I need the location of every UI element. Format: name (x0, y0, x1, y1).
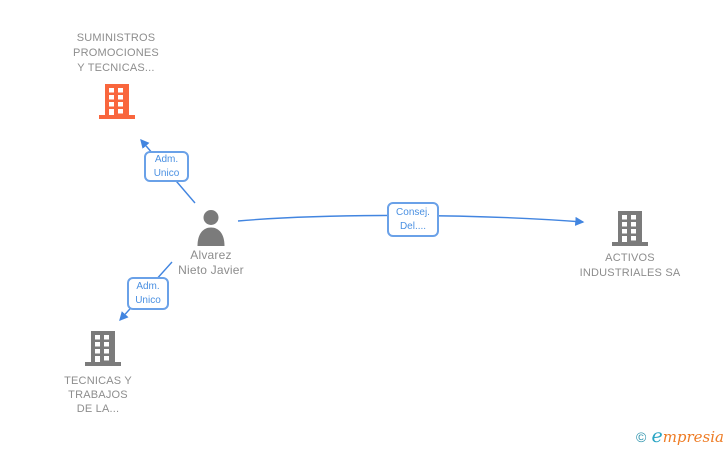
edge-label-adm-unico-top[interactable]: Adm. Unico (144, 151, 189, 182)
company-right-node[interactable] (611, 211, 649, 252)
company-right-label[interactable]: ACTIVOS INDUSTRIALES SA (555, 251, 705, 281)
company-top-node[interactable] (98, 84, 136, 125)
logo-brand-e: e (651, 425, 663, 447)
person-label-line1: Alvarez (190, 248, 232, 262)
edge-label-adm-unico-bottom[interactable]: Adm. Unico (127, 277, 169, 310)
person-node[interactable] (195, 209, 227, 251)
edge-right-line1: Consej. (396, 206, 430, 218)
company-bottom-label-line3: DE LA... (76, 403, 120, 415)
company-right-label-line2: INDUSTRIALES SA (579, 267, 681, 279)
edge-bottom-line1: Adm. (136, 280, 160, 292)
logo-brand-rest: mpresia (662, 428, 724, 446)
person-icon (197, 210, 225, 246)
company-top-label-line2: PROMOCIONES (73, 47, 159, 59)
company-bottom-label-line1: TECNICAS Y (64, 375, 132, 387)
edge-label-consej-del[interactable]: Consej. Del.... (387, 202, 439, 237)
company-right-label-line1: ACTIVOS (605, 252, 655, 264)
person-label-line2: Nieto Javier (178, 263, 244, 277)
company-bottom-label-line2: TRABAJOS (68, 389, 128, 401)
building-icon (99, 84, 135, 119)
edge-top-line2: Unico (153, 167, 180, 179)
edge-right-line2: Del.... (399, 220, 427, 232)
company-top-label-line1: SUMINISTROS (76, 32, 156, 44)
building-icon (85, 331, 121, 366)
copyright-icon: © (636, 429, 647, 445)
building-icon (612, 211, 648, 246)
person-label[interactable]: Alvarez Nieto Javier (146, 248, 276, 278)
empresia-logo: © empresia (636, 425, 724, 447)
company-top-label[interactable]: SUMINISTROS PROMOCIONES Y TECNICAS... (36, 31, 196, 76)
edge-bottom-line2: Unico (135, 294, 161, 306)
company-top-label-line3: Y TECNICAS... (77, 62, 155, 74)
company-bottom-node[interactable] (84, 331, 122, 372)
company-bottom-label[interactable]: TECNICAS Y TRABAJOS DE LA... (28, 374, 168, 416)
edge-top-line1: Adm. (154, 153, 179, 165)
